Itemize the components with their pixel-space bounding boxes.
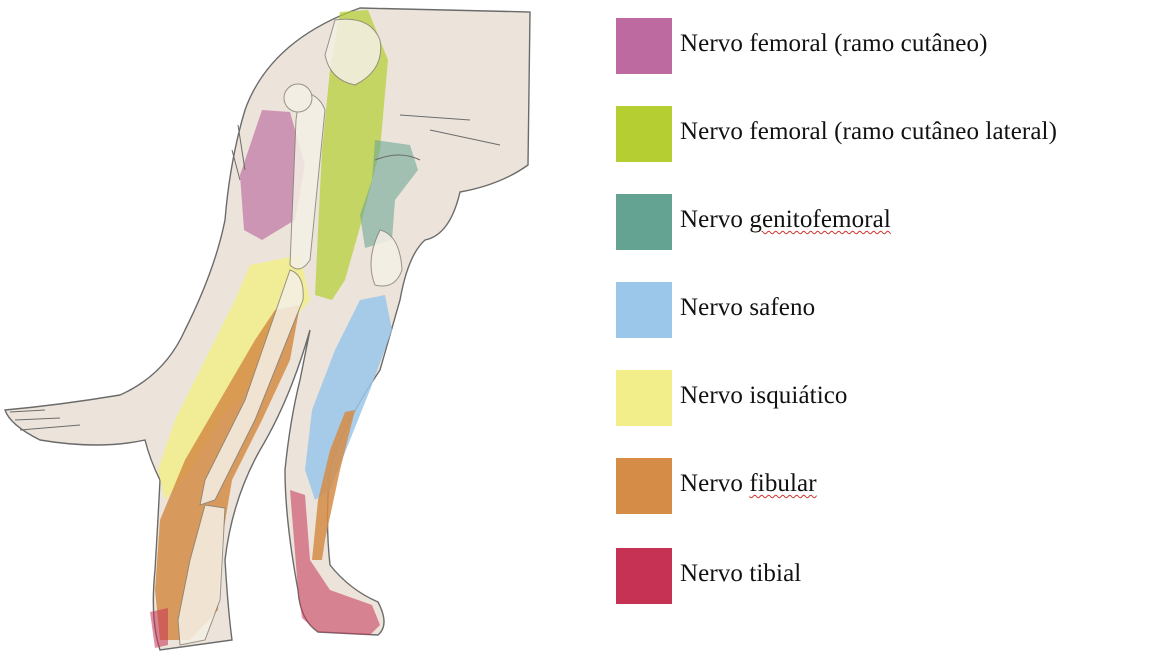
legend-item-genitofemoral: Nervo genitofemoral <box>616 194 1146 252</box>
dog-hindlimb-illustration <box>0 0 580 661</box>
spellcheck-word: genitofemoral <box>749 206 891 233</box>
legend-label: Nervo femoral (ramo cutâneo) <box>680 30 988 58</box>
swatch-tibial <box>616 548 672 604</box>
legend-item-femoral-cutaneous: Nervo femoral (ramo cutâneo) <box>616 18 1146 76</box>
region-tibial <box>290 490 380 635</box>
legend-item-femoral-lateral: Nervo femoral (ramo cutâneo lateral) <box>616 106 1146 164</box>
legend-label: Nervo tibial <box>680 560 801 588</box>
swatch-genitofemoral <box>616 194 672 250</box>
legend-label: Nervo genitofemoral <box>680 206 891 234</box>
legend-item-saphenous: Nervo safeno <box>616 282 1146 340</box>
swatch-fibular <box>616 458 672 514</box>
legend-label: Nervo safeno <box>680 294 815 322</box>
spellcheck-word: fibular <box>749 470 816 497</box>
legend-label: Nervo fibular <box>680 470 817 498</box>
region-tibial-paw <box>150 608 168 648</box>
legend-item-fibular: Nervo fibular <box>616 458 1146 516</box>
swatch-femoral-cutaneous <box>616 18 672 74</box>
legend-label: Nervo femoral (ramo cutâneo lateral) <box>680 118 1057 146</box>
swatch-saphenous <box>616 282 672 338</box>
legend-label: Nervo isquiático <box>680 382 848 410</box>
swatch-sciatic <box>616 370 672 426</box>
swatch-femoral-lateral <box>616 106 672 162</box>
legend-item-sciatic: Nervo isquiático <box>616 370 1146 428</box>
legend-item-tibial: Nervo tibial <box>616 548 1146 606</box>
